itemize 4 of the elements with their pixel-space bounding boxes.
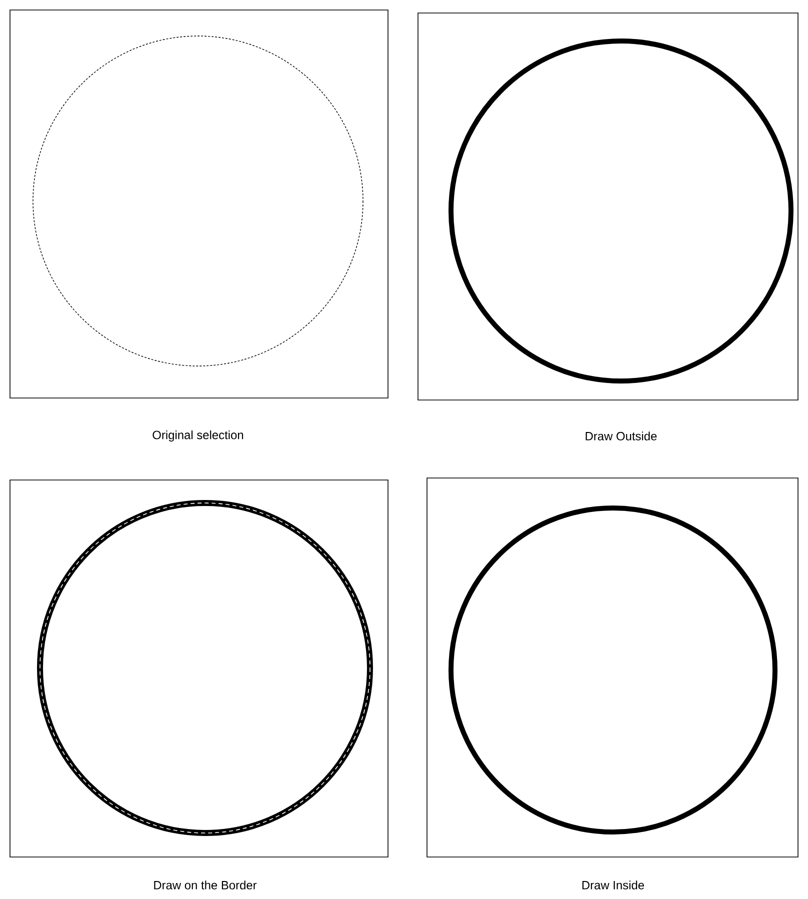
- caption: Draw Inside: [582, 880, 644, 890]
- caption: Draw on the Border: [154, 880, 257, 890]
- caption: Original selection: [152, 430, 244, 442]
- caption: Draw Outside: [586, 432, 657, 440]
